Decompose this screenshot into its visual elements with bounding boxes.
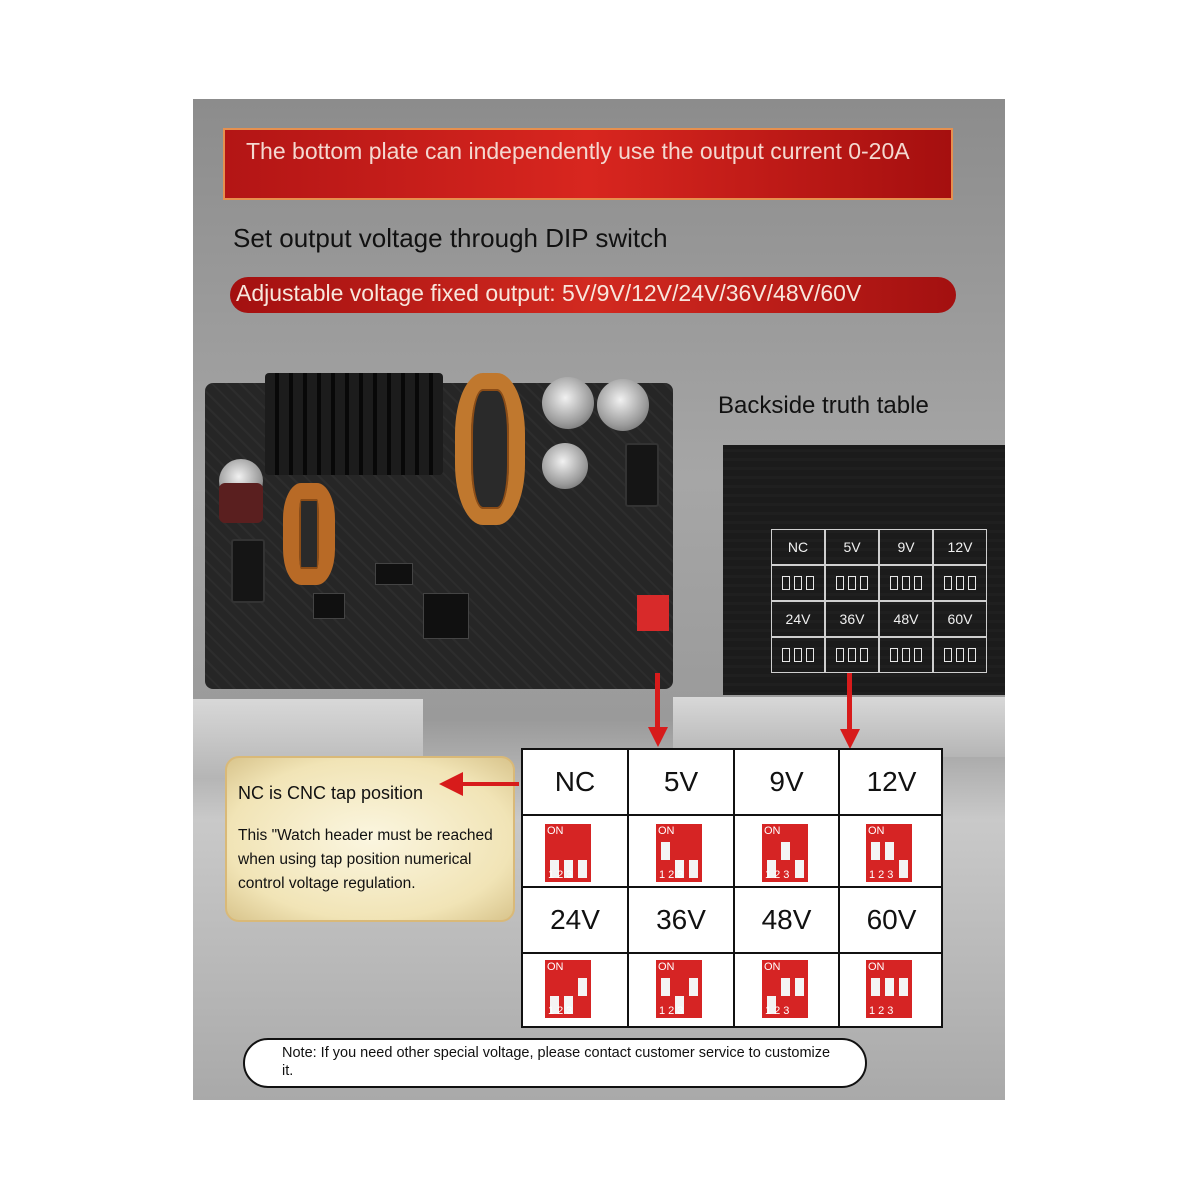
truth-table-caption: Backside truth table [718, 392, 929, 419]
note-title: NC is CNC tap position [238, 783, 424, 803]
dip-switch-icon: ON 123 [762, 960, 808, 1018]
dip-switch-icon: ON 123 [866, 824, 912, 882]
table-label-cell: 12V [840, 750, 943, 816]
back-label-cell: 60V [933, 601, 987, 637]
table-switch-cell: ON 123 [840, 816, 943, 888]
table-switch-cell: ON 123 [735, 954, 840, 1026]
table-switch-cell: ON 123 [629, 954, 735, 1026]
back-label-cell: 24V [771, 601, 825, 637]
dip-switch-icon: ON 123 [545, 824, 591, 882]
left-arrow-head-icon [439, 772, 463, 796]
table-label-cell: 48V [735, 888, 840, 954]
toroid-coil [455, 373, 525, 525]
pointer-arrow-line [847, 673, 852, 731]
table-switch-cell: ON 123 [523, 816, 629, 888]
dip-truth-table: NC 5V 9V 12V ON 123 ON 123 ON 123 [521, 748, 943, 1028]
background-block [673, 697, 1005, 757]
back-switch-cell [825, 565, 879, 601]
pointer-arrow-line [655, 673, 660, 729]
back-switch-cell [771, 637, 825, 673]
dip-switch-icon: ON 123 [866, 960, 912, 1018]
heatsink [265, 373, 443, 475]
dip-switch-icon: ON 123 [762, 824, 808, 882]
table-label-cell: 24V [523, 888, 629, 954]
pointer-arrow-head-icon [840, 729, 860, 749]
back-switch-cell [825, 637, 879, 673]
input-terminal [231, 539, 265, 603]
table-switch-cell: ON 123 [735, 816, 840, 888]
top-banner-text: The bottom plate can independently use t… [246, 138, 910, 164]
table-switch-cell: ON 123 [629, 816, 735, 888]
voltage-banner: Adjustable voltage fixed output: 5V/9V/1… [230, 277, 956, 313]
back-label-cell: 12V [933, 529, 987, 565]
capacitor [597, 379, 649, 431]
table-label-cell: 60V [840, 888, 943, 954]
back-switch-cell [933, 637, 987, 673]
backside-board-image: NC 5V 9V 12V 24V 36V 48V 60V [723, 445, 1005, 695]
ic-chip [375, 563, 413, 585]
output-terminal [625, 443, 659, 507]
back-switch-cell [879, 637, 933, 673]
left-arrow-line [461, 782, 519, 786]
back-label-cell: 48V [879, 601, 933, 637]
dip-switch-icon: ON 123 [545, 960, 591, 1018]
microcontroller-chip [423, 593, 469, 639]
note-body: This "Watch header must be reached when … [238, 827, 493, 892]
bottom-note-text: Note: If you need other special voltage,… [282, 1045, 831, 1079]
top-banner: The bottom plate can independently use t… [223, 128, 953, 200]
table-label-cell: 36V [629, 888, 735, 954]
capacitor-body [219, 483, 263, 523]
dip-switch-icon: ON 123 [656, 824, 702, 882]
nc-note-box: NC is CNC tap position This "Watch heade… [225, 756, 515, 922]
subtitle: Set output voltage through DIP switch [233, 223, 668, 253]
ic-chip [313, 593, 345, 619]
pcb-board-image [205, 373, 673, 689]
table-label-cell: 5V [629, 750, 735, 816]
back-switch-cell [879, 565, 933, 601]
voltage-banner-text: Adjustable voltage fixed output: 5V/9V/1… [236, 280, 862, 306]
table-label-cell: NC [523, 750, 629, 816]
capacitor [542, 443, 588, 489]
back-label-cell: 5V [825, 529, 879, 565]
back-label-cell: 36V [825, 601, 879, 637]
table-switch-cell: ON 123 [523, 954, 629, 1026]
pointer-arrow-head-icon [648, 727, 668, 747]
back-switch-cell [771, 565, 825, 601]
inductor-coil [283, 483, 335, 585]
capacitor [542, 377, 594, 429]
back-switch-cell [933, 565, 987, 601]
back-label-cell: NC [771, 529, 825, 565]
product-panel: The bottom plate can independently use t… [193, 99, 1005, 1100]
dip-switch-board [637, 595, 669, 631]
table-label-cell: 9V [735, 750, 840, 816]
table-switch-cell: ON 123 [840, 954, 943, 1026]
dip-switch-icon: ON 123 [656, 960, 702, 1018]
bottom-note: Note: If you need other special voltage,… [243, 1038, 867, 1088]
back-label-cell: 9V [879, 529, 933, 565]
